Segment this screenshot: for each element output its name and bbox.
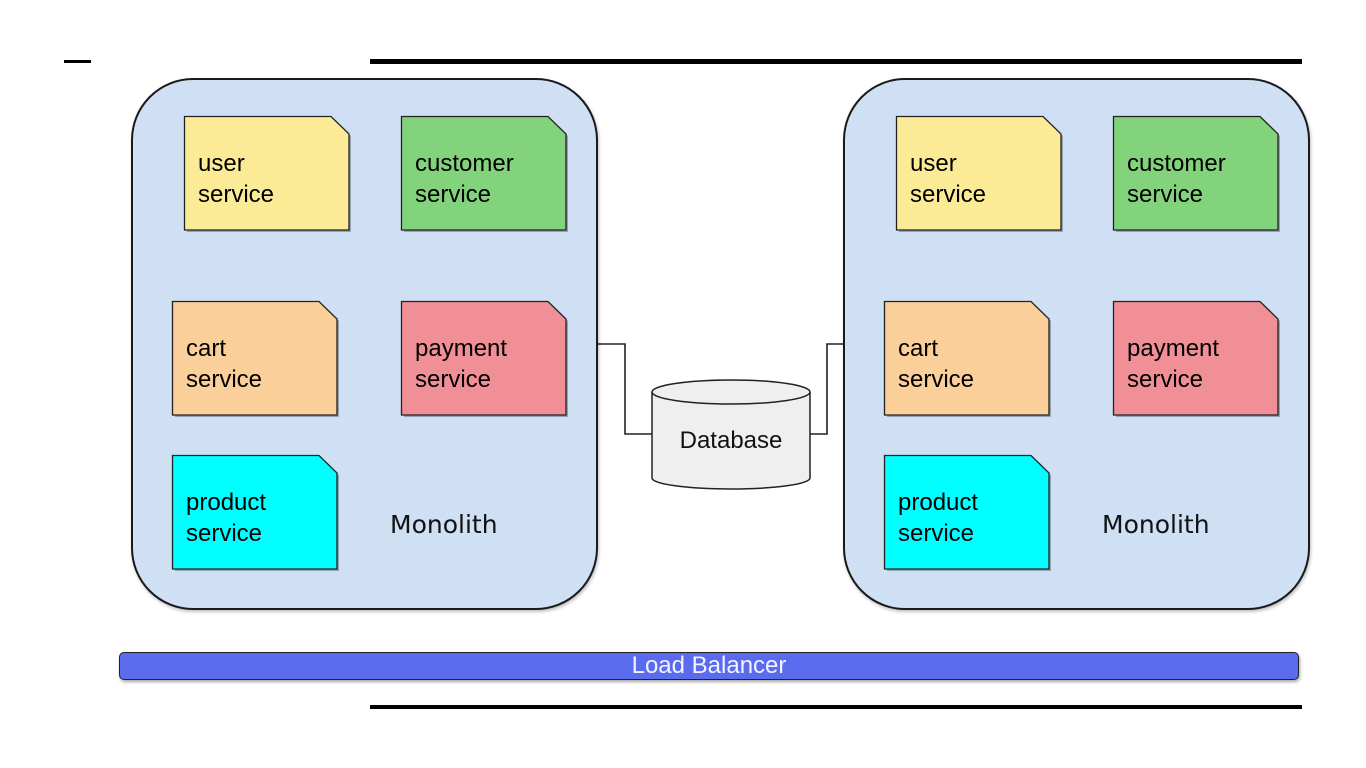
service-note-cart-right: cart service	[883, 300, 1051, 417]
service-name: payment	[1127, 335, 1220, 362]
service-suffix: service	[898, 366, 975, 393]
service-suffix: service	[186, 366, 263, 393]
service-note-product-left: product service	[171, 454, 339, 571]
monolith-left-label: Monolith	[390, 510, 498, 539]
database-cylinder	[651, 379, 811, 490]
service-name: product	[898, 489, 979, 516]
top-rule	[370, 59, 1302, 64]
top-left-dash	[64, 60, 91, 63]
service-note-cart-left: cart service	[171, 300, 339, 417]
load-balancer: Load Balancer	[119, 652, 1299, 680]
note-shape	[1112, 115, 1279, 231]
service-name: cart	[186, 335, 227, 362]
service-note-user-right: user service	[895, 115, 1063, 232]
service-name: cart	[898, 335, 939, 362]
connector-right	[810, 343, 845, 435]
note-shape	[171, 300, 338, 416]
service-name: payment	[415, 335, 508, 362]
database-label: Database	[679, 427, 783, 454]
monolith-right-label: Monolith	[1102, 510, 1210, 539]
service-suffix: service	[898, 520, 975, 547]
note-shape	[883, 300, 1050, 416]
service-name: customer	[1127, 150, 1226, 177]
service-suffix: service	[1127, 181, 1204, 208]
service-suffix: service	[186, 520, 263, 547]
bottom-rule	[370, 705, 1302, 709]
note-shape	[183, 115, 350, 231]
service-name: customer	[415, 150, 514, 177]
service-suffix: service	[910, 181, 987, 208]
note-shape	[895, 115, 1062, 231]
note-shape	[883, 454, 1050, 570]
service-name: user	[910, 150, 957, 177]
note-shape	[400, 115, 567, 231]
note-shape	[1112, 300, 1279, 416]
connector-left	[597, 343, 652, 435]
service-note-customer-right: customer service	[1112, 115, 1280, 232]
service-suffix: service	[1127, 366, 1204, 393]
note-shape	[400, 300, 567, 416]
service-suffix: service	[415, 366, 492, 393]
service-name: product	[186, 489, 267, 516]
service-note-customer-left: customer service	[400, 115, 568, 232]
service-note-payment-right: payment service	[1112, 300, 1280, 417]
service-note-payment-left: payment service	[400, 300, 568, 417]
service-note-product-right: product service	[883, 454, 1051, 571]
service-suffix: service	[415, 181, 492, 208]
note-shape	[171, 454, 338, 570]
service-suffix: service	[198, 181, 275, 208]
service-note-user-left: user service	[183, 115, 351, 232]
service-name: user	[198, 150, 245, 177]
